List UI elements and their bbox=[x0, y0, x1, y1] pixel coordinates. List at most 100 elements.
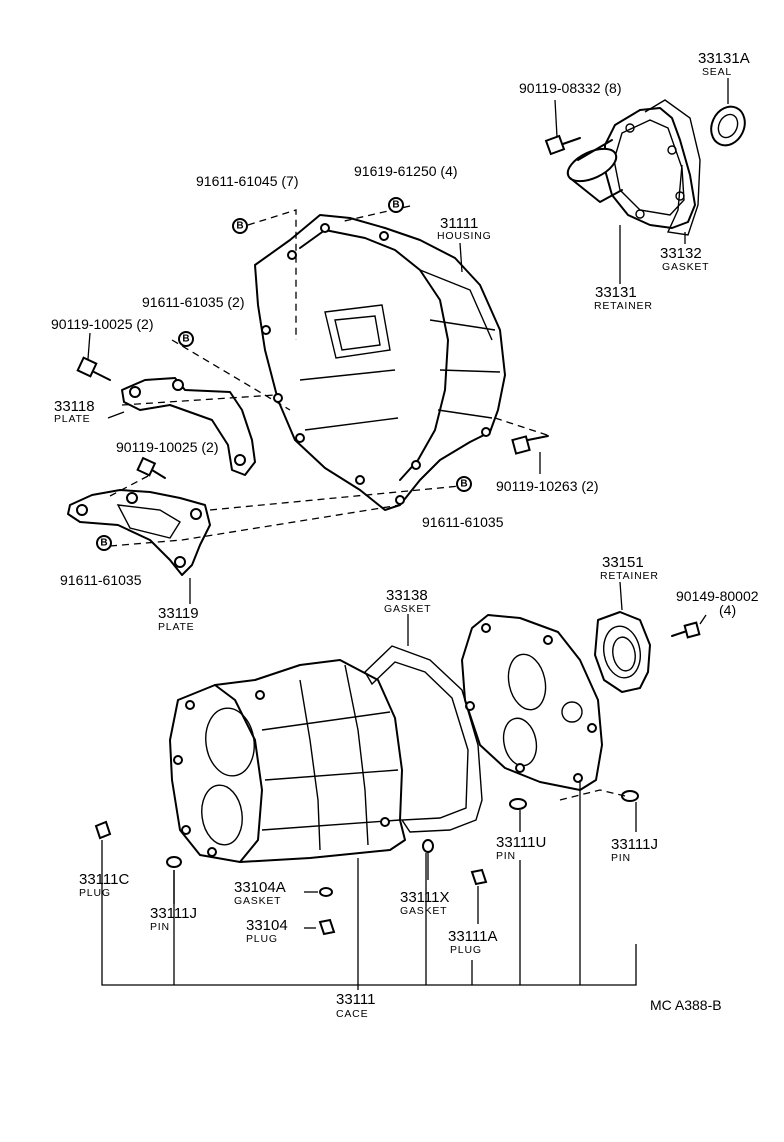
label-gasket-33132: 33132 GASKET bbox=[660, 245, 709, 273]
svg-text:PLUG: PLUG bbox=[246, 933, 278, 945]
svg-text:SEAL: SEAL bbox=[702, 66, 732, 78]
housing-31111-icon bbox=[254, 214, 506, 511]
label-gasket-33111x: 33111X GASKET bbox=[400, 889, 450, 917]
label-plug-33111a: 33111A PLUG bbox=[448, 928, 498, 956]
svg-text:GASKET: GASKET bbox=[384, 603, 431, 615]
label-bolt-91619-61250: 91619-61250 (4) bbox=[354, 163, 458, 179]
label-case-33111: 33111 CACE bbox=[336, 991, 376, 1020]
svg-text:PLUG: PLUG bbox=[79, 887, 111, 899]
label-pin-33111u: 33111U PIN bbox=[496, 834, 546, 862]
svg-text:33118: 33118 bbox=[54, 398, 95, 415]
svg-text:PLATE: PLATE bbox=[158, 621, 194, 633]
retainer-33131-icon bbox=[566, 107, 696, 229]
label-plate-33118: 33118 PLATE bbox=[54, 398, 95, 425]
label-pin-33111j-right: 33111J PIN bbox=[611, 836, 658, 864]
gasket-33104a-icon bbox=[319, 887, 333, 897]
svg-text:GASKET: GASKET bbox=[234, 895, 281, 907]
label-bolt-91611-61045: 91611-61045 (7) bbox=[196, 173, 298, 189]
retainer-33151-icon bbox=[594, 611, 651, 693]
svg-text:33111X: 33111X bbox=[400, 889, 450, 906]
svg-text:91619-61250 (4): 91619-61250 (4) bbox=[354, 163, 458, 179]
label-housing-31111: 31111 HOUSING bbox=[437, 215, 492, 242]
svg-text:PIN: PIN bbox=[150, 921, 170, 933]
svg-text:90119-10025 (2): 90119-10025 (2) bbox=[116, 439, 218, 455]
label-retainer-33151: 33151 RETAINER bbox=[600, 554, 659, 582]
svg-text:RETAINER: RETAINER bbox=[600, 570, 659, 582]
svg-text:33104: 33104 bbox=[246, 917, 288, 934]
svg-text:MC A388-B: MC A388-B bbox=[650, 997, 722, 1013]
svg-text:B: B bbox=[236, 221, 243, 232]
label-gasket-33104a: 33104A GASKET bbox=[234, 879, 286, 907]
plate-33119-icon bbox=[67, 489, 211, 576]
pin-33111u-icon bbox=[509, 798, 527, 810]
seal-33131a-icon bbox=[710, 105, 746, 147]
label-bolt-91611-61035-right: 91611-61035 bbox=[422, 514, 504, 530]
svg-text:33111C: 33111C bbox=[79, 871, 129, 888]
label-bolt-90119-10263: 90119-10263 (2) bbox=[496, 478, 598, 494]
pin-33111j-left-icon bbox=[166, 856, 182, 868]
bolt-90119-10263-icon bbox=[511, 435, 549, 455]
svg-text:91611-61045 (7): 91611-61045 (7) bbox=[196, 173, 298, 189]
svg-text:33111: 33111 bbox=[336, 991, 376, 1008]
label-plug-33111c: 33111C PLUG bbox=[79, 871, 129, 899]
label-pin-33111j-left: 33111J PIN bbox=[150, 905, 197, 933]
svg-text:90119-08332 (8): 90119-08332 (8) bbox=[519, 80, 621, 96]
label-bolt-91611-61035-left: 91611-61035 bbox=[60, 572, 142, 588]
svg-text:33111U: 33111U bbox=[496, 834, 546, 851]
svg-text:HOUSING: HOUSING bbox=[437, 230, 492, 242]
label-bolt-90119-10025-a: 90119-10025 (2) bbox=[51, 316, 153, 332]
gasket-33111x-icon bbox=[422, 839, 434, 853]
svg-text:GASKET: GASKET bbox=[400, 905, 447, 917]
case-33111-icon bbox=[169, 659, 406, 863]
svg-text:33111J: 33111J bbox=[611, 836, 658, 853]
pin-33111j-right-icon bbox=[621, 790, 639, 802]
svg-text:B: B bbox=[392, 200, 399, 211]
svg-text:31111: 31111 bbox=[440, 215, 478, 232]
svg-text:PLUG: PLUG bbox=[450, 944, 482, 956]
plug-33111a-icon bbox=[470, 868, 488, 886]
label-bolt-90149-80002: 90149-80002 (4) bbox=[676, 588, 759, 618]
label-plug-33104: 33104 PLUG bbox=[246, 917, 288, 945]
label-bolt-90119-08332: 90119-08332 (8) bbox=[519, 80, 621, 96]
svg-text:33119: 33119 bbox=[158, 605, 199, 622]
bolt-90119-10025-b-icon bbox=[136, 456, 166, 479]
svg-text:33151: 33151 bbox=[602, 554, 644, 571]
bolt-90119-08332-icon bbox=[544, 134, 581, 156]
svg-text:PIN: PIN bbox=[496, 850, 516, 862]
svg-text:90119-10263 (2): 90119-10263 (2) bbox=[496, 478, 598, 494]
svg-text:91611-61035: 91611-61035 bbox=[60, 572, 142, 588]
svg-text:90119-10025 (2): 90119-10025 (2) bbox=[51, 316, 153, 332]
plate-33118-icon bbox=[121, 377, 256, 476]
svg-text:33131A: 33131A bbox=[698, 50, 750, 67]
label-bolt-91611-61035-2: 91611-61035 (2) bbox=[142, 294, 244, 310]
svg-text:B: B bbox=[460, 479, 467, 490]
label-bolt-90119-10025-b: 90119-10025 (2) bbox=[116, 439, 218, 455]
svg-text:RETAINER: RETAINER bbox=[594, 300, 653, 312]
svg-text:33111J: 33111J bbox=[150, 905, 197, 922]
gasket-33138-icon bbox=[364, 645, 483, 833]
svg-text:B: B bbox=[100, 538, 107, 549]
svg-text:33138: 33138 bbox=[386, 587, 428, 604]
svg-text:33111A: 33111A bbox=[448, 928, 498, 945]
circled-b-marker-icon: B B B B B bbox=[96, 197, 472, 551]
intermediate-plate-icon bbox=[461, 614, 603, 791]
svg-text:B: B bbox=[182, 334, 189, 345]
label-plate-33119: 33119 PLATE bbox=[158, 605, 199, 633]
plug-33104-icon bbox=[318, 918, 336, 936]
plug-33111c-icon bbox=[94, 820, 112, 840]
svg-text:91611-61035 (2): 91611-61035 (2) bbox=[142, 294, 244, 310]
diagram-code: MC A388-B bbox=[650, 997, 722, 1013]
svg-text:90149-80002: 90149-80002 bbox=[676, 588, 759, 604]
gasket-33132-icon bbox=[644, 99, 701, 236]
svg-text:33104A: 33104A bbox=[234, 879, 286, 896]
svg-text:PIN: PIN bbox=[611, 852, 631, 864]
svg-text:CACE: CACE bbox=[336, 1008, 368, 1020]
svg-text:GASKET: GASKET bbox=[662, 261, 709, 273]
label-seal-33131a: 33131A SEAL bbox=[698, 50, 750, 78]
label-gasket-33138: 33138 GASKET bbox=[384, 587, 431, 615]
svg-text:33132: 33132 bbox=[660, 245, 702, 262]
bolt-90119-10025-a-icon bbox=[76, 356, 111, 381]
svg-text:(4): (4) bbox=[719, 602, 736, 618]
bolt-90149-80002-icon bbox=[671, 621, 701, 639]
